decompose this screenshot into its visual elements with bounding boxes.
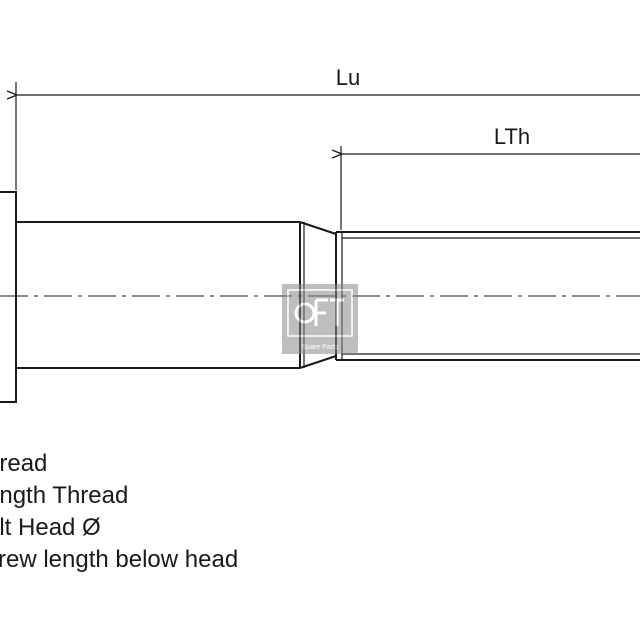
bolt-taper: [299, 221, 337, 369]
watermark-logo: Spare Parts: [282, 284, 358, 354]
lu-label: Lu: [336, 65, 360, 90]
bolt-thread: [335, 231, 640, 361]
legend: hread ength Thread olt Head Ø crew lengt…: [0, 448, 238, 576]
legend-item-thread: hread: [0, 450, 48, 477]
extension-lines: [15, 82, 342, 230]
lth-label: LTh: [494, 124, 530, 149]
watermark-text: Spare Parts: [302, 344, 339, 351]
legend-item-length-thread: ength Thread: [0, 482, 129, 509]
legend-item-screw-length: crew length below head: [0, 546, 239, 573]
bolt-shank: [16, 221, 305, 369]
legend-item-bolt-head-diameter: olt Head Ø: [0, 514, 101, 541]
bolt-head: [0, 191, 17, 403]
